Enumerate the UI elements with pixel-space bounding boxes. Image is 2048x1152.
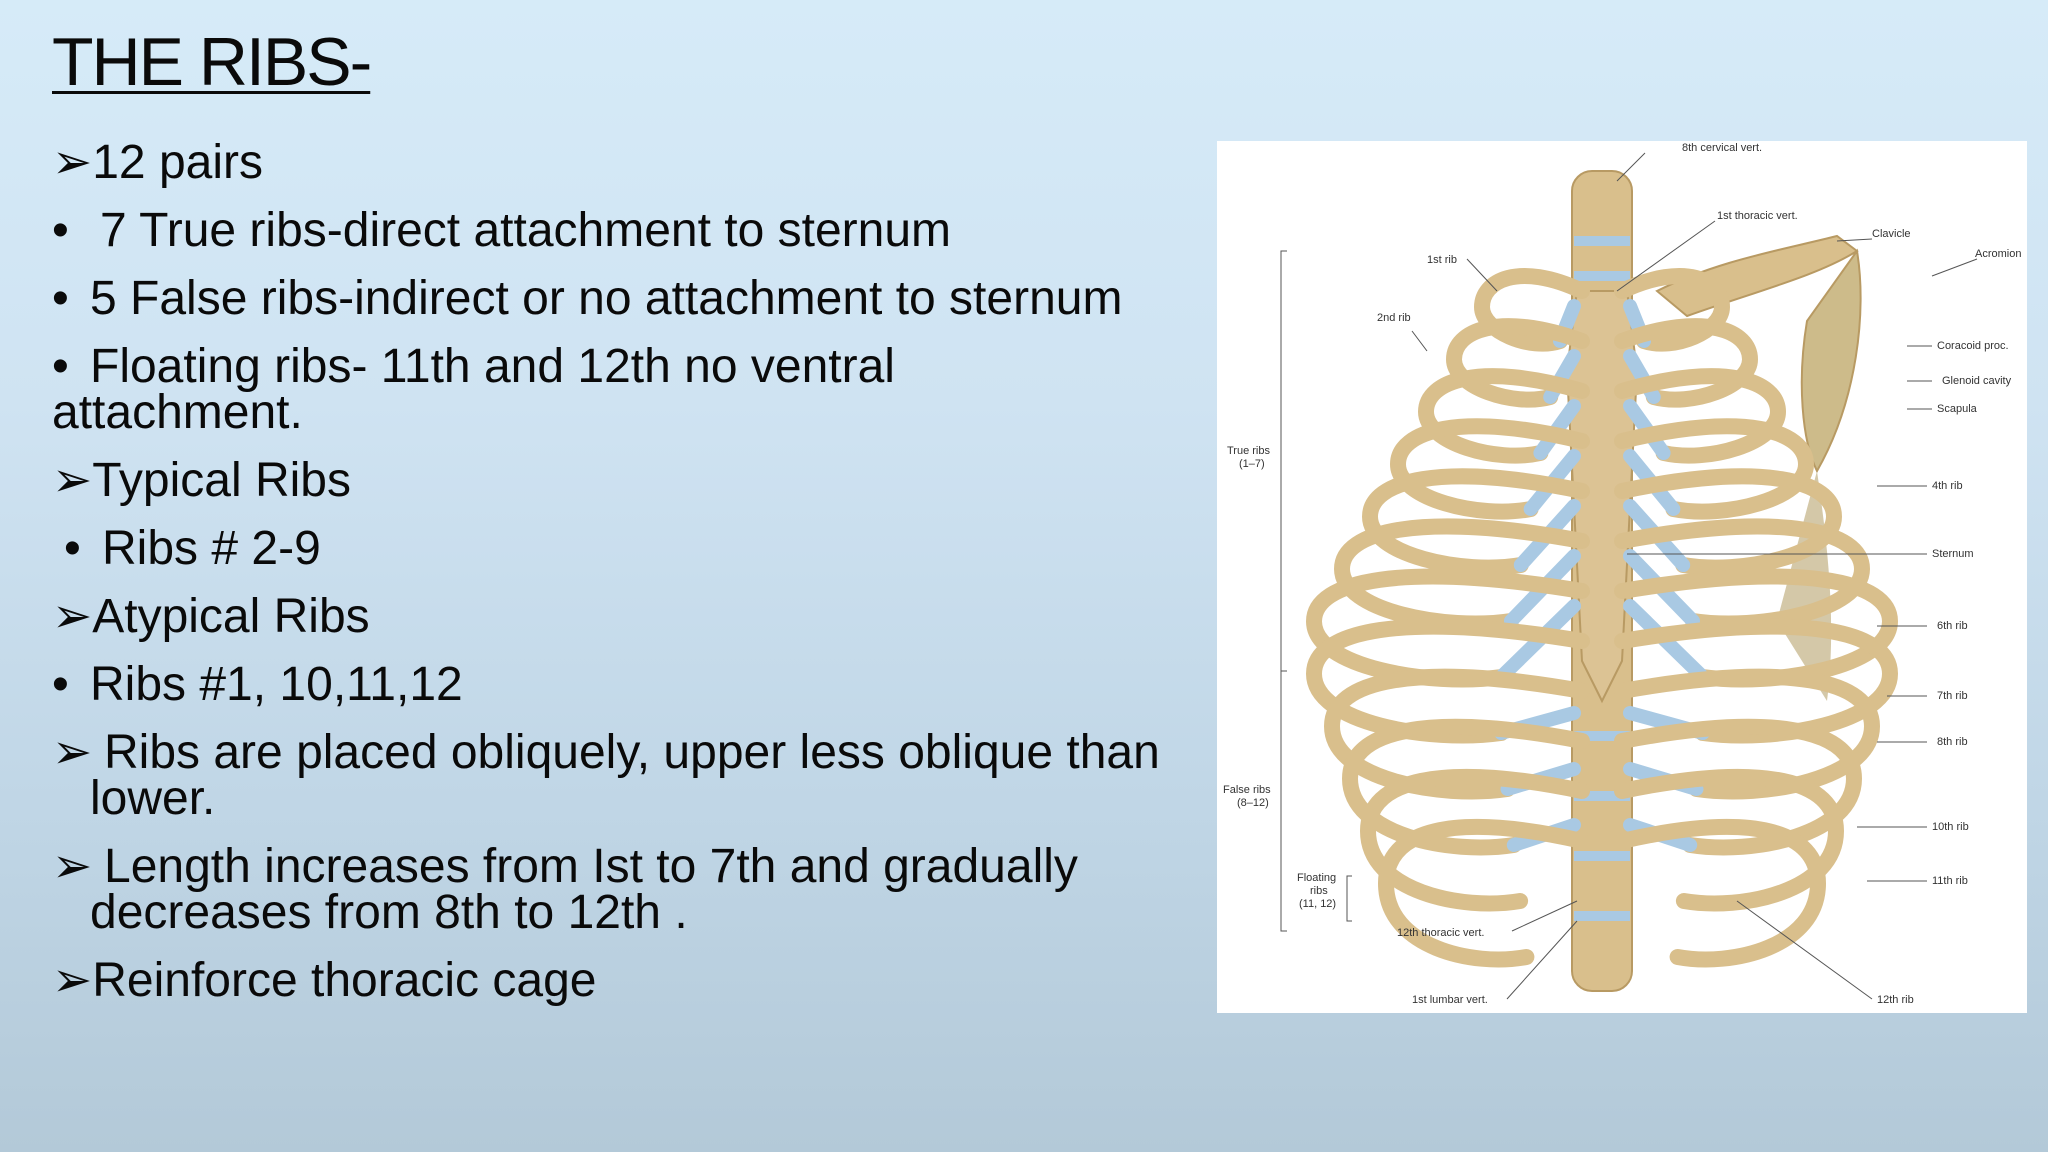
item-text: Reinforce thoracic cage [92,954,597,1007]
item-text: Floating ribs- 11th and 12th no ventral [90,340,895,393]
list-item: ➢Length increases from Ist to 7th and gr… [52,840,1078,939]
label-floating-b: ribs [1310,885,1328,897]
rib-shape [1473,268,1590,352]
rib-cage-svg: 8th cervical vert. 1st thoracic vert. Cl… [1223,142,2021,1006]
list-item: ➢Typical Ribs [52,454,351,507]
rib-cage-illustration: 8th cervical vert. 1st thoracic vert. Cl… [1217,141,2027,1013]
rib-shape [1359,768,1590,912]
dot-bullet-icon: • [52,340,69,393]
scapula-shape [1800,248,1862,474]
item-text: Ribs # 2-9 [102,522,321,575]
dot-bullet-icon: • [52,272,69,325]
arrow-bullet-icon: ➢ [52,136,93,189]
rib-shape [1377,818,1590,968]
rib-shape [1445,318,1590,408]
arrow-bullet-icon: ➢ [52,454,93,507]
dot-bullet-icon: • [64,522,81,575]
label-glenoid: Glenoid cavity [1942,375,2012,387]
label-rib1: 1st rib [1427,254,1457,266]
list-item: ➢12 pairs [52,136,263,189]
list-item: • Ribs #1, 10,11,12 [52,658,463,711]
arrow-bullet-icon: ➢ [52,954,93,1007]
rib-shape [1417,368,1590,464]
rib-shape [1614,818,1827,968]
item-text: 5 False ribs-indirect or no attachment t… [90,272,1123,325]
rib-shape [1389,418,1590,520]
item-text: Ribs are placed obliquely, upper less ob… [104,726,1160,779]
item-continuation: attachment. [52,386,303,439]
item-text: Length increases from Ist to 7th and gra… [104,840,1078,893]
dot-bullet-icon: • [52,204,69,257]
rib-shape [1361,468,1590,576]
label-t1: 1st thoracic vert. [1717,210,1798,222]
label-rib8: 8th rib [1937,736,1968,748]
rib-shape [1614,768,1845,912]
label-sternum: Sternum [1932,548,1974,560]
item-text: 7 True ribs-direct attachment to sternum [100,204,952,257]
label-rib7: 7th rib [1937,690,1968,702]
label-rib2: 2nd rib [1377,312,1411,324]
list-item: ➢Ribs are placed obliquely, upper less o… [52,726,1160,825]
rib-shape [1341,718,1590,856]
dot-bullet-icon: • [52,658,69,711]
list-item: • Floating ribs- 11th and 12th no ventral… [52,340,895,439]
label-rib6: 6th rib [1937,620,1968,632]
list-item: • Ribs # 2-9 [64,522,321,575]
rib-shape [1614,668,1881,800]
label-coracoid: Coracoid proc. [1937,340,2009,352]
item-continuation: lower. [90,772,216,825]
label-rib4: 4th rib [1932,480,1963,492]
rib-shape [1614,418,1815,520]
label-c8: 8th cervical vert. [1682,142,1762,154]
rib-shape [1614,718,1863,856]
arrow-bullet-icon: ➢ [52,590,93,643]
item-text: Ribs #1, 10,11,12 [90,658,463,711]
item-text: 12 pairs [92,136,263,189]
slide-title: THE RIBS- [52,24,372,100]
label-rib12: 12th rib [1877,994,1914,1006]
item-text: Typical Ribs [92,454,351,507]
label-rib11: 11th rib [1932,875,1968,887]
rib-shape [1323,668,1590,800]
rib-shape [1614,368,1787,464]
rib-shape [1614,268,1731,352]
label-rib10: 10th rib [1932,821,1969,833]
arrow-bullet-icon: ➢ [52,840,93,893]
rib-shape [1614,468,1843,576]
list-item: • 7 True ribs-direct attachment to sternu… [52,204,951,257]
item-continuation: decreases from 8th to 12th . [90,886,688,939]
label-floating-c: (11, 12) [1299,898,1336,910]
label-false-range: (8–12) [1237,797,1269,809]
ribs-group [1305,268,1899,968]
label-clavicle: Clavicle [1872,228,1911,240]
list-item: • 5 False ribs-indirect or no attachment … [52,272,1122,325]
label-true-ribs: True ribs [1227,445,1270,457]
list-item: ➢Atypical Ribs [52,590,370,643]
item-text: Atypical Ribs [92,590,370,643]
label-l1: 1st lumbar vert. [1412,994,1488,1006]
label-floating-a: Floating [1297,872,1336,884]
label-true-range: (1–7) [1239,458,1265,470]
list-item: ➢Reinforce thoracic cage [52,954,596,1007]
rib-shape [1614,318,1759,408]
label-acromion: Acromion [1975,248,2021,260]
label-false-ribs: False ribs [1223,784,1271,796]
label-scapula: Scapula [1937,403,1978,415]
label-t12: 12th thoracic vert. [1397,927,1484,939]
arrow-bullet-icon: ➢ [52,726,93,779]
